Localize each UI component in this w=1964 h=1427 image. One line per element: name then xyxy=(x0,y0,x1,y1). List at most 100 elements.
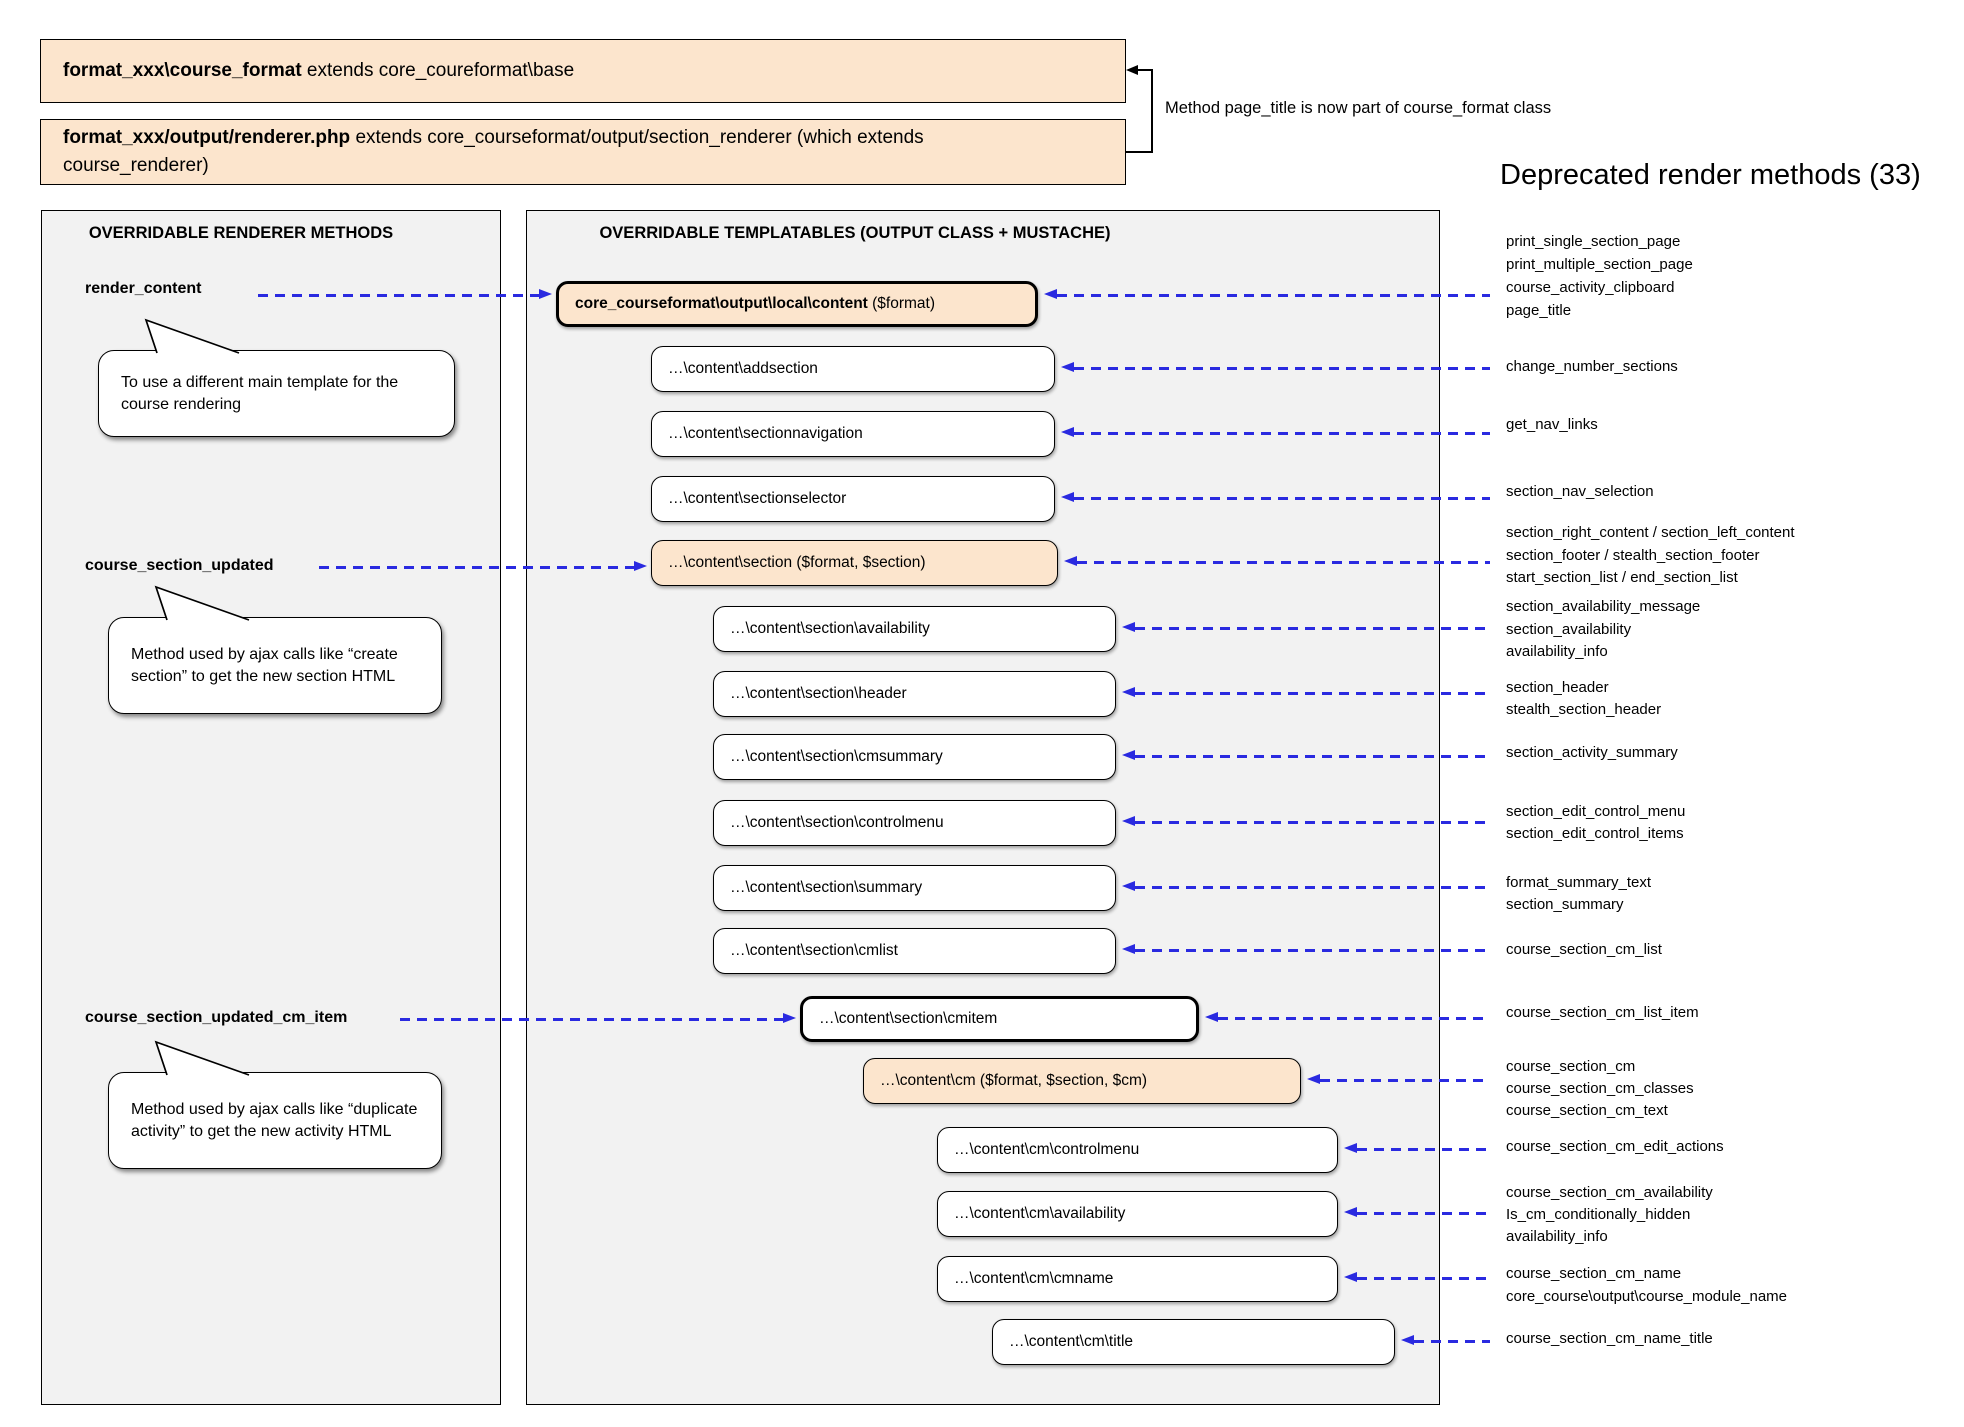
deprecated-item: Is_cm_conditionally_hidden xyxy=(1506,1206,1691,1223)
deprecated-item: section_footer / stealth_section_footer xyxy=(1506,547,1760,564)
arrowhead-right-icon xyxy=(634,561,647,571)
deprecated-item: course_section_cm_edit_actions xyxy=(1506,1138,1724,1155)
arrowhead-left-icon xyxy=(1344,1143,1357,1153)
class-box-rest: extends core_coureformat\base xyxy=(301,60,575,82)
deprecated-item: page_title xyxy=(1506,302,1572,319)
arrow-to-addsection xyxy=(1061,362,1490,372)
arrow-to-sectionnavigation xyxy=(1061,427,1490,437)
arrowhead-left-icon xyxy=(1122,622,1135,632)
box-label: …\content\addsection xyxy=(668,360,818,377)
method-label-render-content: render_content xyxy=(85,280,202,297)
box-label: …\content\section\cmitem xyxy=(819,1010,998,1027)
arrowhead-left-icon xyxy=(1044,289,1057,299)
deprecated-item: course_section_cm_list xyxy=(1506,941,1662,958)
deprecated-item: course_section_cm_text xyxy=(1506,1102,1668,1119)
arrow-to-sectionselector xyxy=(1061,492,1490,502)
bracket-arrowhead-icon xyxy=(1126,65,1138,75)
box-label: …\content\section\header xyxy=(730,685,907,702)
box-label: …\content\cm ($format, $section, $cm) xyxy=(880,1072,1148,1089)
arrowhead-left-icon xyxy=(1061,362,1074,372)
templatable-box-section-availability: …\content\section\availability xyxy=(713,606,1116,652)
deprecated-item: availability_info xyxy=(1506,1228,1608,1245)
deprecated-item: print_multiple_section_page xyxy=(1506,256,1693,273)
templatable-box-cm-cmname: …\content\cm\cmname xyxy=(937,1256,1338,1302)
arrowhead-right-icon xyxy=(783,1013,796,1023)
box-label: …\content\sectionnavigation xyxy=(668,425,863,442)
templatable-box-addsection: …\content\addsection xyxy=(651,346,1055,392)
deprecated-methods-title: Deprecated render methods (33) xyxy=(1500,159,1921,191)
renderer-box-rest: extends core_courseformat/output/section… xyxy=(63,127,924,176)
deprecated-item: section_right_content / section_left_con… xyxy=(1506,524,1795,541)
bubble-course-section-updated: Method used by ajax calls like “create s… xyxy=(108,585,442,714)
arrow-to-section-header xyxy=(1122,687,1490,697)
deprecated-item: section_edit_control_items xyxy=(1506,825,1684,842)
arrow-course-section-updated-cm-item-to-cmitem xyxy=(400,1013,796,1023)
box-label: …\content\section ($format, $section) xyxy=(668,554,926,571)
deprecated-item: format_summary_text xyxy=(1506,874,1652,891)
deprecated-item: section_summary xyxy=(1506,896,1624,913)
deprecated-item: stealth_section_header xyxy=(1506,701,1662,718)
arrow-to-section-cmsummary xyxy=(1122,750,1490,760)
box-label: …\content\sectionselector xyxy=(668,490,847,507)
templatable-box-sectionselector: …\content\sectionselector xyxy=(651,476,1055,522)
arrowhead-left-icon xyxy=(1122,750,1135,760)
bubble-course-section-updated-cm-item: Method used by ajax calls like “duplicat… xyxy=(108,1040,442,1169)
deprecated-item: section_availability_message xyxy=(1506,598,1701,615)
bubble-tail-icon xyxy=(154,585,250,621)
arrow-to-cm-availability xyxy=(1344,1207,1490,1217)
arrowhead-left-icon xyxy=(1401,1335,1414,1345)
templatable-box-cm-controlmenu: …\content\cm\controlmenu xyxy=(937,1127,1338,1173)
deprecated-item: course_section_cm xyxy=(1506,1058,1636,1075)
deprecated-item: course_section_cm_name_title xyxy=(1506,1330,1713,1347)
renderer-class-box: format_xxx/output/renderer.php extends c… xyxy=(40,119,1126,185)
renderer-methods-panel-title: OVERRIDABLE RENDERER METHODS xyxy=(88,224,394,242)
arrow-to-section-controlmenu xyxy=(1122,816,1490,826)
box-label: …\content\cm\cmname xyxy=(954,1270,1114,1287)
arrow-to-section-cmitem xyxy=(1205,1012,1490,1022)
arrow-to-cm-controlmenu xyxy=(1344,1143,1490,1153)
bubble-render-content-text: To use a different main template for the… xyxy=(121,373,399,413)
arrow-render-content-to-content xyxy=(258,289,552,299)
arrowhead-left-icon xyxy=(1122,881,1135,891)
templatable-box-section-cmitem: …\content\section\cmitem xyxy=(800,996,1199,1042)
deprecated-item: availability_info xyxy=(1506,643,1608,660)
templatable-box-section-header: …\content\section\header xyxy=(713,671,1116,717)
arrowhead-left-icon xyxy=(1205,1012,1218,1022)
arrow-to-section-summary xyxy=(1122,881,1490,891)
bubble-render-content: To use a different main template for the… xyxy=(98,318,455,437)
arrowhead-left-icon xyxy=(1122,944,1135,954)
deprecated-item: course_activity_clipboard xyxy=(1506,279,1675,296)
box-label: …\content\section\cmsummary xyxy=(730,748,943,765)
deprecated-item: change_number_sections xyxy=(1506,358,1678,375)
arrowhead-left-icon xyxy=(1344,1207,1357,1217)
templatable-box-section-cmsummary: …\content\section\cmsummary xyxy=(713,734,1116,780)
deprecated-item: print_single_section_page xyxy=(1506,233,1681,250)
deprecated-item: course_section_cm_availability xyxy=(1506,1184,1713,1201)
method-label-course-section-updated: course_section_updated xyxy=(85,557,274,574)
deprecated-item: section_header xyxy=(1506,679,1609,696)
templatable-box-content: core_courseformat\output\local\content (… xyxy=(556,281,1038,327)
arrow-to-cm-cmname xyxy=(1344,1272,1490,1282)
bubble-course-section-updated-text: Method used by ajax calls like “create s… xyxy=(131,645,398,685)
arrow-to-cm-title xyxy=(1401,1335,1490,1345)
arrowhead-left-icon xyxy=(1122,687,1135,697)
box-label: …\content\cm\title xyxy=(1009,1333,1134,1350)
deprecated-item: course_section_cm_classes xyxy=(1506,1080,1694,1097)
templatable-box-cm-availability: …\content\cm\availability xyxy=(937,1191,1338,1237)
deprecated-item: section_edit_control_menu xyxy=(1506,803,1686,820)
bubble-tail-icon xyxy=(144,318,240,354)
templatable-box-section-summary: …\content\section\summary xyxy=(713,865,1116,911)
templatable-box-section: …\content\section ($format, $section) xyxy=(651,540,1058,586)
arrowhead-left-icon xyxy=(1061,492,1074,502)
bubble-course-section-updated-cm-item-text: Method used by ajax calls like “duplicat… xyxy=(131,1100,418,1140)
templatable-box-cm-title: …\content\cm\title xyxy=(992,1319,1395,1365)
page-title-note: Method page_title is now part of course_… xyxy=(1165,99,1552,117)
course-format-class-box: format_xxx\course_format extends core_co… xyxy=(40,39,1126,103)
templatable-box-section-cmlist: …\content\section\cmlist xyxy=(713,928,1116,974)
deprecated-item: course_section_cm_list_item xyxy=(1506,1004,1699,1021)
deprecated-item: get_nav_links xyxy=(1506,416,1598,433)
arrowhead-left-icon xyxy=(1064,556,1077,566)
bracket-bottom-segment xyxy=(1126,151,1153,153)
templatable-box-sectionnavigation: …\content\sectionnavigation xyxy=(651,411,1055,457)
box-content-bold: core_courseformat\output\local\content xyxy=(575,295,868,312)
